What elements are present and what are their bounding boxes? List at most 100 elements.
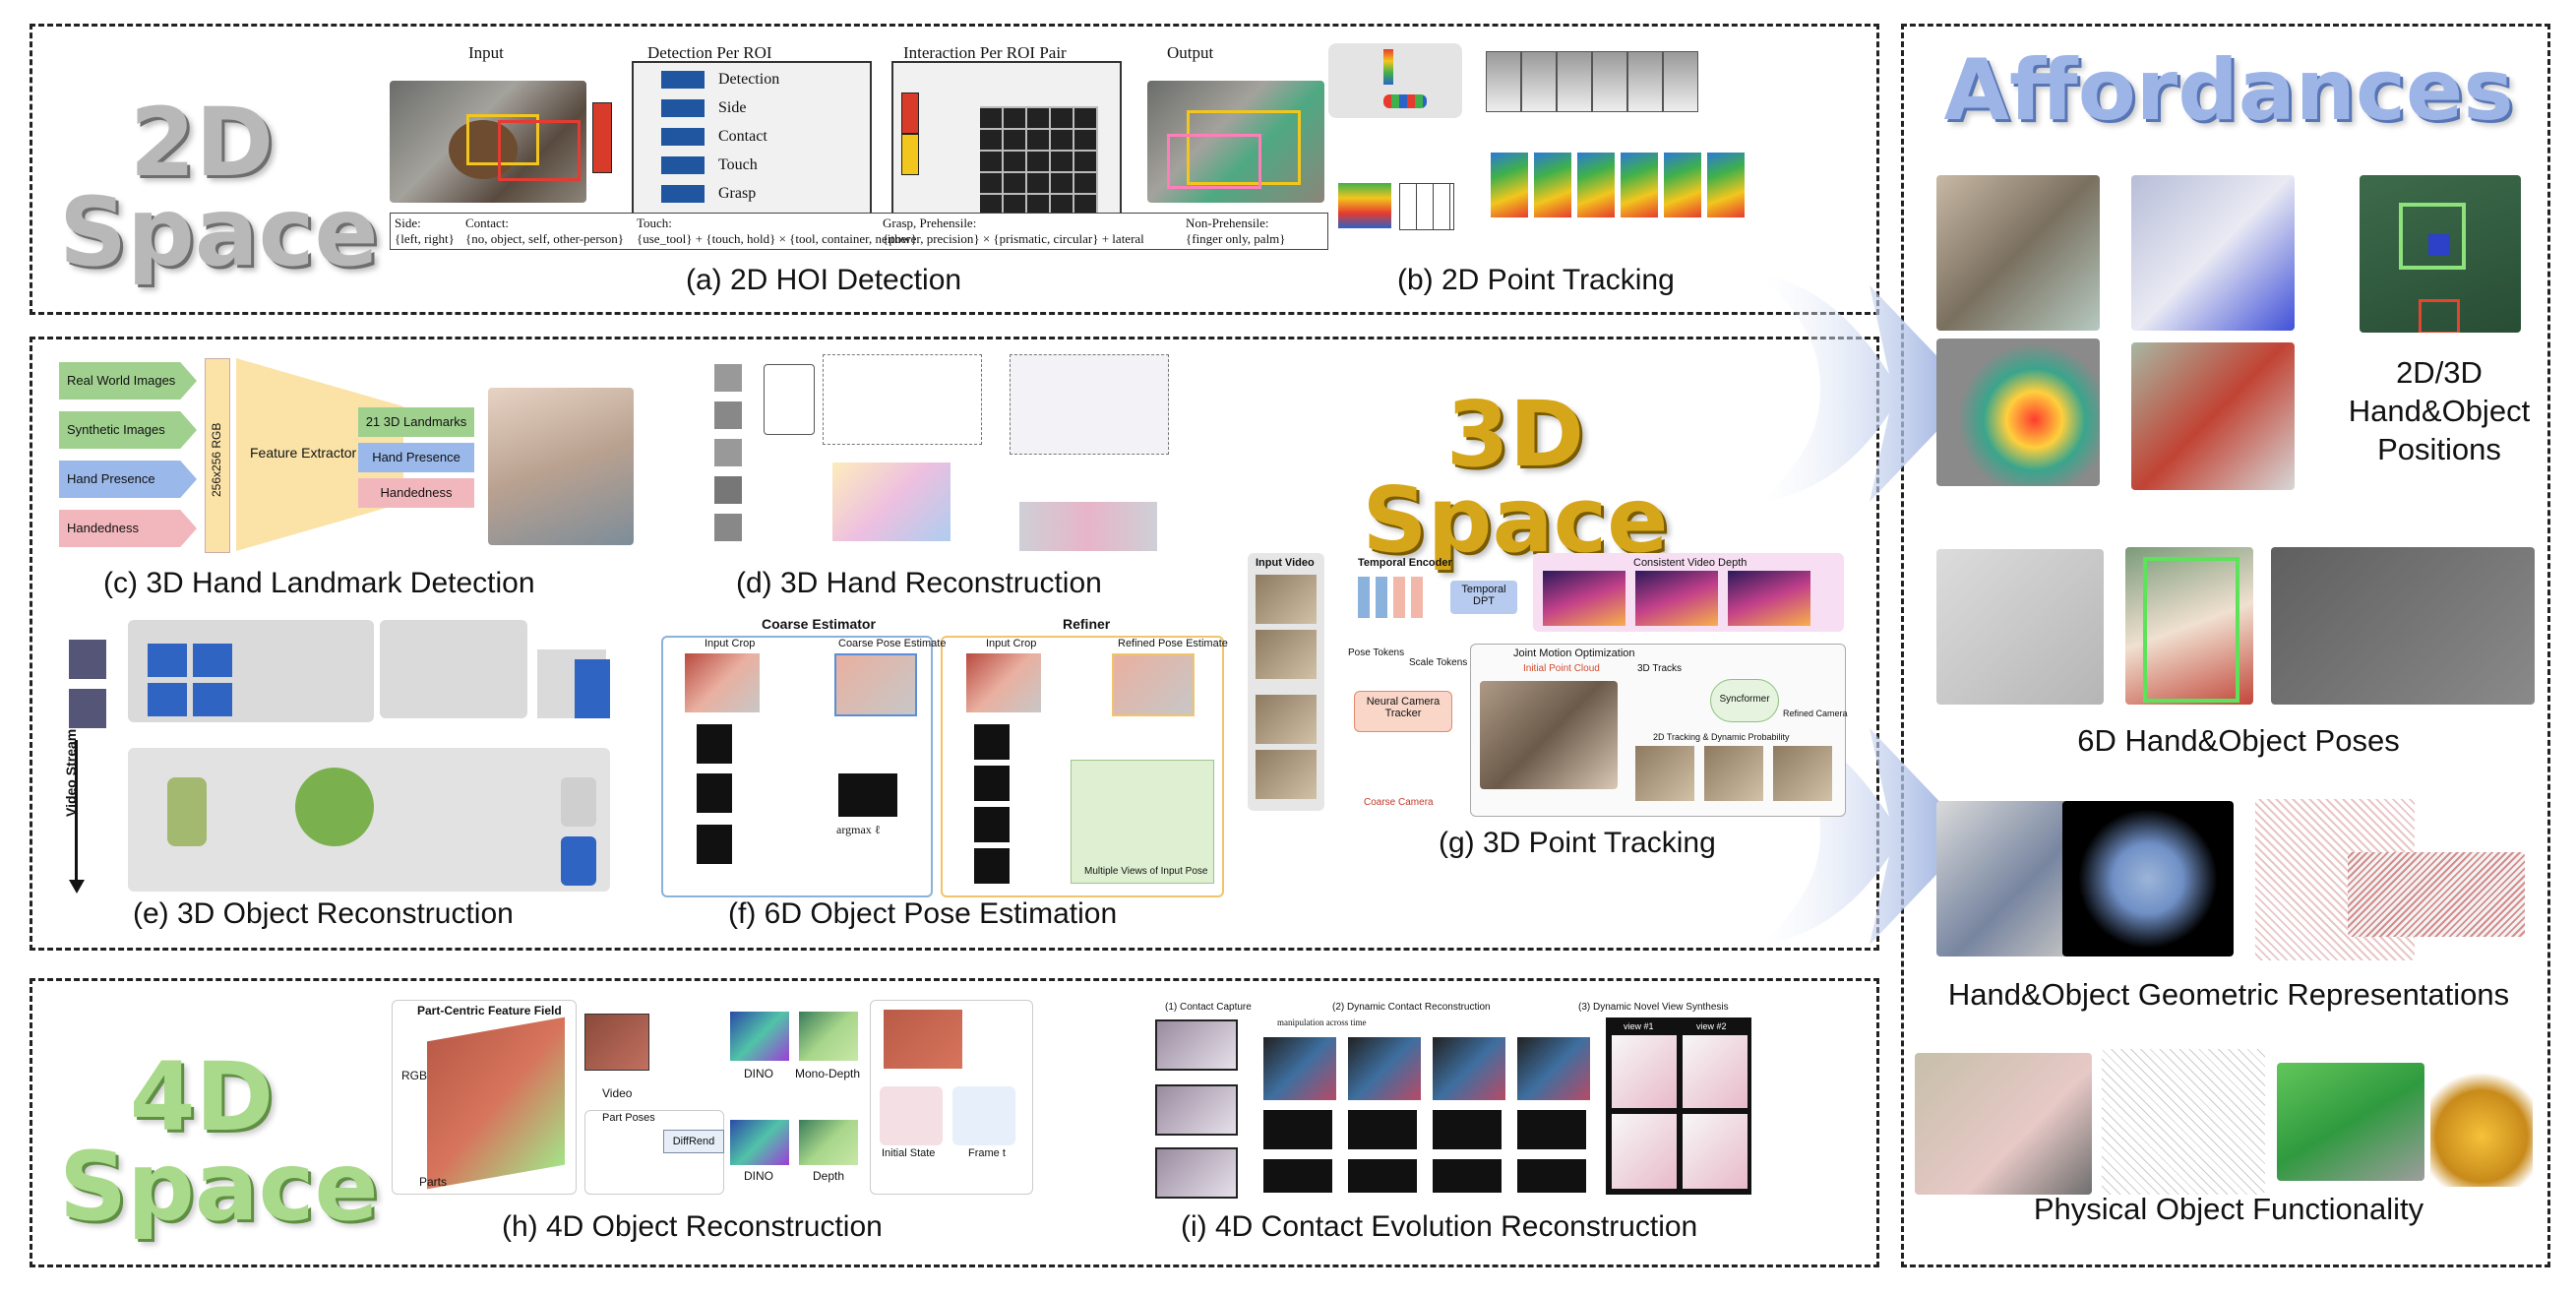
- object-recon-4d-diagram: Part-Centric Feature Field RGB Parts Vid…: [392, 1000, 1033, 1197]
- coarse-estimator-label: Coarse Estimator: [762, 616, 876, 632]
- contact-evolution-diagram: (1) Contact Capture (2) Dynamic Contact …: [1155, 1002, 1751, 1199]
- hoi-head: Grasp: [661, 185, 858, 214]
- hoi-detection-label: Detection Per ROI: [647, 43, 772, 62]
- initial-state-label: Initial State: [882, 1147, 936, 1159]
- affordance-photo-7: [2125, 547, 2253, 705]
- title-4d-space: 4D Space: [59, 1042, 379, 1243]
- landmark-input-2: Synthetic Images: [59, 411, 197, 449]
- diffrend-box: DiffRend: [663, 1130, 724, 1153]
- title-2d-space: 2D Space: [59, 88, 379, 288]
- hoi-red-feature: [592, 102, 612, 173]
- tracking-frames: [1486, 51, 1722, 150]
- temporal-dpt-box: Temporal DPT: [1450, 581, 1517, 614]
- landmark-input-1: Real World Images: [59, 362, 197, 400]
- landmark-input-3: Hand Presence: [59, 461, 197, 498]
- point-tracking-2d-diagram: [1328, 39, 1820, 251]
- hoi-heads: Detection Side Contact Touch Grasp: [661, 71, 858, 214]
- hoi-head: Detection: [661, 71, 858, 99]
- video-stream-label: Video Stream: [63, 728, 79, 817]
- panel-4d-space: [30, 978, 1879, 1267]
- hoi-head: Touch: [661, 156, 858, 185]
- view1-label: view #1: [1624, 1021, 1654, 1031]
- affordance-photo-9: [1936, 801, 2068, 956]
- dynamic-contact-label: (2) Dynamic Contact Reconstruction: [1332, 1002, 1491, 1013]
- affordance-photo-2: [1936, 339, 2100, 486]
- landmark-rgb: 256x256 RGB: [205, 358, 230, 553]
- parts-label: Parts: [419, 1175, 448, 1189]
- object-pose-diagram: Coarse Estimator Refiner Input Crop Coar…: [661, 616, 1228, 897]
- caption-g: (g) 3D Point Tracking: [1439, 827, 1716, 859]
- tracks-label: 3D Tracks: [1637, 663, 1683, 674]
- hoi-diagram: Input Detection Per ROI Detection Side C…: [390, 43, 1328, 250]
- panel-2d-space: [30, 24, 1879, 315]
- dynamic-label: 2D Tracking & Dynamic Probability: [1653, 732, 1790, 742]
- caption-i: (i) 4D Contact Evolution Reconstruction: [1181, 1210, 1698, 1243]
- hoi-head: Side: [661, 99, 858, 128]
- hoi-yellow-feature: [901, 134, 919, 175]
- pose-tokens-label: Pose Tokens: [1348, 648, 1405, 658]
- refined-estimate-label: Refined Pose Estimate: [1118, 638, 1228, 649]
- input-crop-label-2: Input Crop: [986, 638, 1037, 649]
- affordance-photo-6: [1936, 549, 2104, 705]
- hoi-legend: Side:{left, right} Contact:{no, object, …: [390, 213, 1328, 250]
- refined-camera-label: Refined Camera: [1783, 709, 1848, 718]
- hoi-output-photo: [1147, 81, 1324, 203]
- argmax-label: argmax ℓ: [836, 823, 881, 836]
- affordance-caption-positions: 2D/3D Hand&Object Positions: [2348, 355, 2531, 466]
- title-3d-space: 3D Space: [1362, 382, 1669, 574]
- point-tracking-3d-diagram: Input Video Temporal Encoder Temporal DP…: [1248, 553, 1848, 819]
- panel-3d-space: [30, 337, 1879, 951]
- hand-recon-diagram: [714, 354, 1169, 559]
- feature-field-label: Part-Centric Feature Field: [417, 1004, 562, 1018]
- hoi-input-label: Input: [468, 43, 504, 62]
- refiner-label: Refiner: [1063, 616, 1111, 632]
- affordance-caption-geometry: Hand&Object Geometric Representations: [1947, 977, 2510, 1012]
- caption-c: (c) 3D Hand Landmark Detection: [103, 567, 535, 599]
- video-stream-arrow: [75, 740, 78, 888]
- dino-label-1: DINO: [744, 1067, 773, 1080]
- affordance-photo-12: [2348, 852, 2525, 937]
- caption-f: (f) 6D Object Pose Estimation: [728, 897, 1118, 930]
- temporal-encoder-label: Temporal Encoder: [1358, 557, 1452, 569]
- part-poses-label: Part Poses: [602, 1112, 655, 1124]
- across-time-label: manipulation across time: [1277, 1018, 1367, 1027]
- hoi-output-label: Output: [1167, 43, 1214, 62]
- neural-camera-box: Neural Camera Tracker: [1354, 691, 1452, 732]
- landmark-output-3: Handedness: [358, 478, 474, 508]
- consistent-depth-label: Consistent Video Depth: [1633, 557, 1748, 569]
- affordance-photo-16: [2430, 1061, 2533, 1187]
- coarse-estimate-label: Coarse Pose Estimate: [838, 638, 947, 649]
- joint-opt-label: Joint Motion Optimization: [1513, 648, 1635, 659]
- tracking-heatmaps: [1491, 153, 1756, 221]
- depth-label: Depth: [813, 1169, 845, 1183]
- arrow-3d-to-affordances: [1761, 276, 1973, 502]
- frame-t-label: Frame t: [968, 1147, 1006, 1159]
- caption-d: (d) 3D Hand Reconstruction: [736, 567, 1102, 599]
- initial-cloud-label: Initial Point Cloud: [1523, 663, 1600, 674]
- caption-h: (h) 4D Object Reconstruction: [502, 1210, 883, 1243]
- object-recon-diagram: Video Stream: [63, 620, 620, 894]
- landmark-output-1: 21 3D Landmarks: [358, 407, 474, 437]
- rgb-label: RGB: [401, 1069, 428, 1082]
- affordance-photo-10: [2062, 801, 2234, 956]
- hoi-red-feature-2: [901, 92, 919, 134]
- affordance-photo-5: [2360, 175, 2521, 333]
- affordance-photo-15: [2277, 1063, 2424, 1181]
- view2-label: view #2: [1696, 1021, 1727, 1031]
- panel-affordances: [1901, 24, 2550, 1267]
- multiview-box: [1071, 760, 1214, 884]
- landmark-hand-photo: [488, 388, 634, 545]
- affordance-photo-14: [2102, 1049, 2265, 1195]
- affordance-photo-13: [1915, 1053, 2092, 1195]
- caption-e: (e) 3D Object Reconstruction: [133, 897, 514, 930]
- nvs-label: (3) Dynamic Novel View Synthesis: [1578, 1002, 1729, 1013]
- input-crop-label-1: Input Crop: [705, 638, 756, 649]
- affordance-photo-4: [2131, 342, 2295, 490]
- affordance-photo-8: [2271, 547, 2535, 705]
- coarse-camera-label: Coarse Camera: [1364, 797, 1434, 808]
- caption-a: (a) 2D HOI Detection: [686, 264, 962, 296]
- landmark-output-2: Hand Presence: [358, 443, 474, 472]
- dino-label-2: DINO: [744, 1169, 773, 1183]
- landmark-input-4: Handedness: [59, 510, 197, 547]
- contact-capture-label: (1) Contact Capture: [1165, 1002, 1252, 1013]
